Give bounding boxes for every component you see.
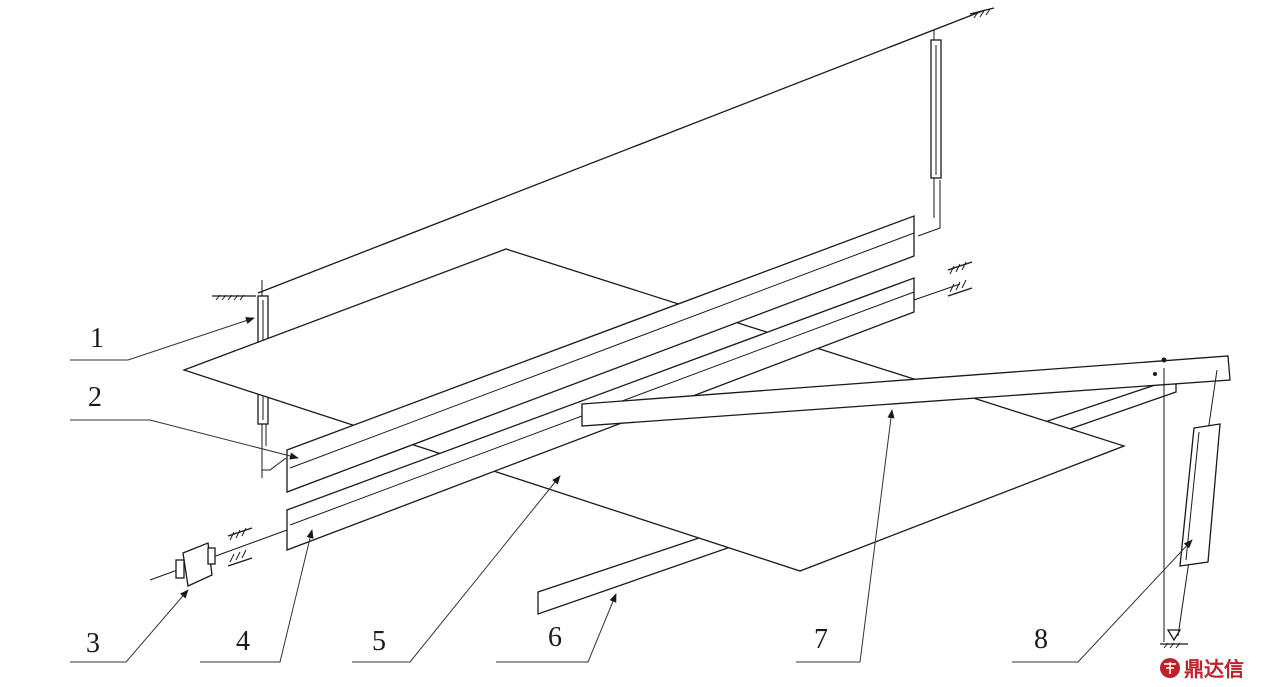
leader-3 xyxy=(70,589,189,663)
top-support-rail xyxy=(212,7,995,301)
watermark: 鼎达信 xyxy=(1160,657,1244,681)
label-8: 8 xyxy=(1034,624,1048,655)
ground-hatch-top-left xyxy=(212,294,256,301)
leader-5 xyxy=(352,475,561,663)
right-hanger-rod xyxy=(917,30,942,237)
leader-8 xyxy=(1012,539,1193,663)
label-2: 2 xyxy=(88,382,102,413)
actuator-8 xyxy=(1160,368,1221,649)
upper-slat-2 xyxy=(286,215,915,493)
label-6: 6 xyxy=(548,622,562,653)
watermark-text: 鼎达信 xyxy=(1184,657,1244,681)
leaders xyxy=(70,317,1193,663)
pivot-point-inner xyxy=(1153,372,1157,376)
label-3: 3 xyxy=(86,628,100,659)
leader-4 xyxy=(200,529,314,663)
leader-7 xyxy=(796,409,895,663)
pivot-point xyxy=(1161,357,1167,363)
label-5: 5 xyxy=(372,626,386,657)
label-7: 7 xyxy=(814,624,828,655)
ground-hatch-mid-right xyxy=(913,261,973,301)
ground-hatch-top-right xyxy=(969,7,995,19)
label-4: 4 xyxy=(236,626,250,657)
drive-shaft-axis xyxy=(149,529,288,581)
leader-2 xyxy=(70,419,299,460)
leader-1 xyxy=(70,317,255,361)
leader-6 xyxy=(496,593,617,663)
drive-unit-3 xyxy=(175,527,253,587)
label-1: 1 xyxy=(90,323,104,354)
arm-7 xyxy=(581,355,1231,427)
